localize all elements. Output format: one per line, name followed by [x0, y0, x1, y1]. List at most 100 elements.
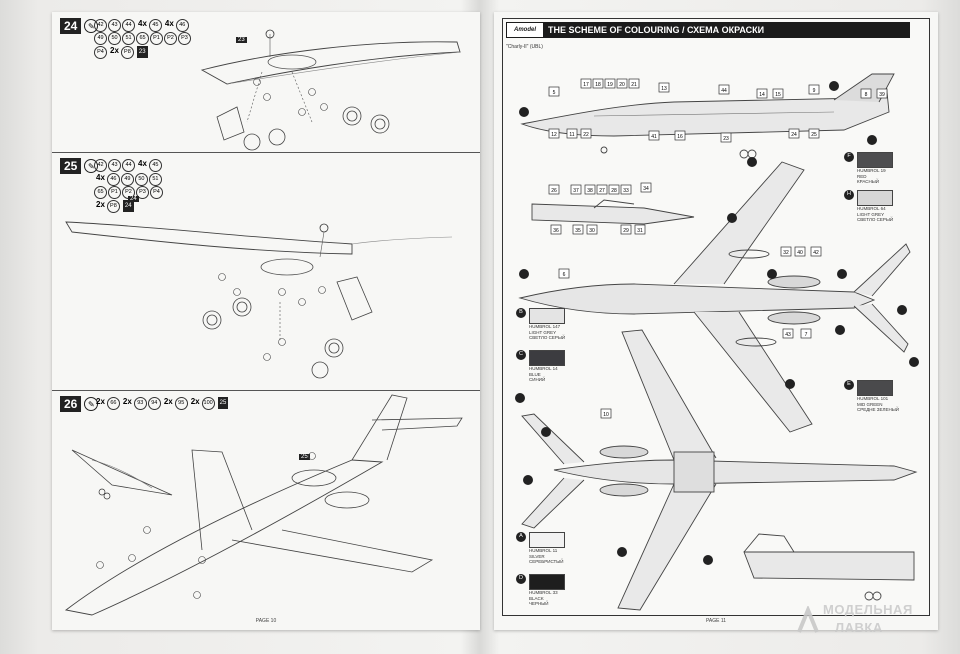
decal-number: 8	[865, 92, 868, 98]
decal-marker-box	[620, 224, 632, 235]
swatch-label: SILVER	[529, 553, 545, 559]
step-number: 25	[60, 158, 82, 174]
decal-number: 30	[589, 228, 595, 234]
swatch-row: D	[516, 574, 565, 590]
swatch-label: HUMBROL 64	[857, 206, 886, 211]
colour-callout-dot	[523, 475, 533, 485]
part-number-circle: P4	[150, 186, 163, 199]
step-reference-badge: 25	[217, 397, 229, 409]
decal-number: 38	[587, 188, 593, 194]
swatch-label: HUMBROL 33	[529, 590, 558, 595]
step-26-header: 26 ✎	[60, 396, 99, 412]
part-number-circle: 43	[108, 159, 121, 172]
part-number-circle: 95	[174, 397, 188, 410]
swatch-label: СИНИЙ	[529, 377, 546, 382]
decal-number: 14	[759, 92, 765, 98]
part-number-circle: 42	[94, 159, 107, 172]
decal-number: 29	[623, 228, 629, 234]
scheme-subtitle: "Charly-II" (UBL)	[506, 44, 543, 50]
swatch-label: BLACK	[529, 595, 544, 601]
colour-marker: E	[844, 380, 854, 390]
decal-marker-box	[794, 246, 806, 257]
colour-callout-dot	[829, 81, 839, 91]
part-number-circle: P2	[164, 32, 177, 45]
step-reference-badge: 23	[136, 46, 148, 58]
decal-marker-box	[634, 224, 646, 235]
tail-detail-view	[743, 533, 915, 601]
page-number: PAGE 10	[255, 618, 277, 624]
decal-marker-box	[596, 184, 608, 195]
quantity-multiplier: 4x	[164, 19, 174, 28]
colour-marker: D	[516, 574, 526, 584]
decal-number: 35	[575, 228, 581, 234]
colour-callout-dot	[703, 555, 713, 565]
colour-swatch	[857, 190, 893, 206]
decal-number: 5	[553, 90, 556, 96]
decal-marker-box	[586, 224, 598, 235]
quantity-multiplier: 2x	[163, 397, 173, 406]
decal-number: 37	[573, 188, 579, 194]
decal-marker-box	[548, 128, 560, 139]
step-24-header: 24 ✎	[60, 18, 99, 34]
part-number-circle: 50	[108, 32, 121, 45]
watermark-logo-icon	[797, 606, 819, 633]
swatch-label: СЕРЕБРИСТЫЙ	[529, 559, 564, 564]
colour-swatch	[529, 308, 565, 324]
part-number-circle: P1	[108, 186, 121, 199]
page-number: PAGE 11	[705, 618, 727, 624]
decal-number: 43	[785, 332, 791, 338]
swatch-label: BLUE	[529, 371, 541, 377]
decal-marker-box	[788, 128, 800, 139]
swatch-row: B	[516, 308, 565, 324]
decal-number: 36	[553, 228, 559, 234]
decal-marker-box	[608, 184, 620, 195]
part-number-circle: P4	[94, 46, 107, 59]
decal-marker-box	[808, 128, 820, 139]
step-reference-badge: 23	[236, 37, 247, 43]
part-number-circle: P3	[136, 186, 149, 199]
swatch-label: LIGHT GREY	[529, 329, 557, 335]
decal-marker-box	[558, 268, 570, 279]
colour-callout-dot	[867, 135, 877, 145]
decal-marker-box	[600, 408, 612, 419]
decal-marker-box	[658, 82, 670, 93]
decal-marker-box	[800, 328, 812, 339]
decal-number: 15	[775, 92, 781, 98]
colour-swatch	[529, 350, 565, 366]
part-number-circle: P8	[106, 200, 120, 213]
part-number-circle: 49	[120, 173, 134, 186]
decal-marker-box	[592, 78, 604, 89]
decal-marker-box	[876, 88, 888, 99]
swatch-label: RED	[857, 173, 867, 179]
part-number-circle: 42	[94, 19, 107, 32]
decal-number: 32	[783, 250, 789, 256]
decal-number: 39	[879, 92, 885, 98]
top-view-planform	[518, 161, 911, 433]
colour-swatch	[529, 574, 565, 590]
decal-marker-box	[548, 86, 560, 97]
colour-callout-dot	[727, 213, 737, 223]
swatch-row: F	[844, 152, 893, 168]
swatch-label: HUMBROL 11	[529, 548, 558, 553]
swatch-label: СВЕТЛО СЕРЫЙ	[857, 217, 894, 222]
decal-marker-box	[566, 128, 578, 139]
decal-marker-box	[718, 84, 730, 95]
glue-icon: ✎	[84, 397, 99, 411]
colour-callout-dot	[909, 357, 919, 367]
part-number-circle: 51	[148, 173, 162, 186]
quantity-multiplier: 4x	[138, 159, 147, 168]
part-number-circle: 44	[122, 19, 135, 32]
decal-marker-box	[572, 224, 584, 235]
part-number-circle: 100	[201, 397, 215, 410]
colour-marker: B	[516, 308, 526, 318]
part-number-circle: P1	[150, 32, 163, 45]
colour-marker: C	[516, 350, 526, 360]
